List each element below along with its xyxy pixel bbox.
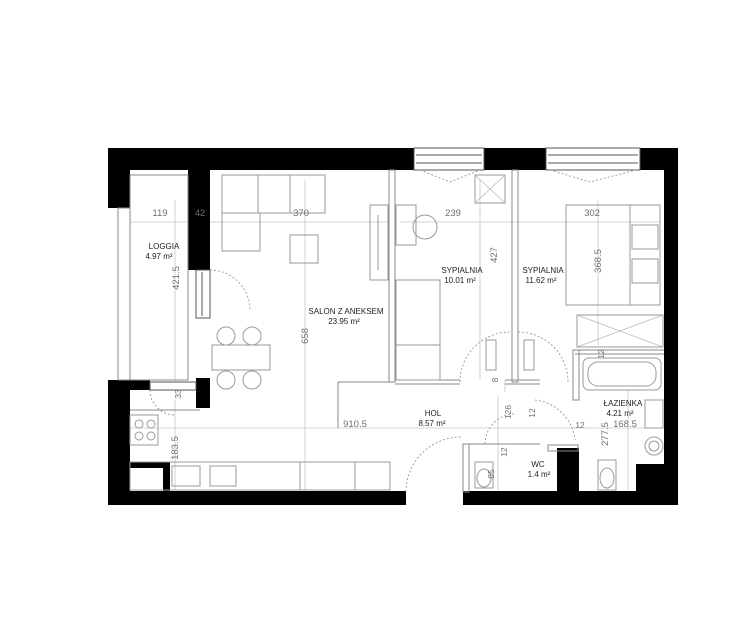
room-lazienka-area: 4.21 m² (606, 409, 633, 418)
dim-12-b: 12 (527, 408, 537, 418)
dim-33: 33 (173, 389, 183, 399)
dim-168-5: 168.5 (613, 419, 637, 430)
dim-658: 658 (300, 328, 311, 344)
room-wc-name: WC (531, 460, 545, 469)
room-lazienka-name: ŁAZIENKA (604, 399, 643, 408)
partitions (117, 169, 664, 493)
dim-277-5: 277.5 (600, 422, 611, 446)
dim-126: 126 (503, 405, 513, 419)
walls (108, 148, 678, 505)
room-sypialnia2-area: 11.62 m² (526, 276, 557, 285)
dim-119: 119 (152, 208, 167, 219)
room-sypialnia2-name: SYPIALNIA (522, 266, 564, 275)
dim-370: 370 (293, 208, 309, 219)
room-sypialnia1-name: SYPIALNIA (441, 266, 483, 275)
dimension-lines (130, 180, 660, 490)
room-loggia-name: LOGGIA (149, 242, 180, 251)
dim-183-5: 183.5 (170, 436, 181, 460)
dim-302: 302 (584, 208, 600, 219)
room-hol-area: 8.57 m² (418, 419, 445, 428)
furniture (129, 174, 664, 491)
room-hol-name: HOL (425, 409, 442, 418)
dim-12-c: 12 (596, 349, 606, 359)
doors (149, 269, 576, 493)
room-salon-area: 23.95 m² (328, 317, 360, 326)
dim-427: 427 (489, 247, 500, 263)
room-wc-area: 1.4 m² (528, 470, 551, 479)
dim-421-5: 421.5 (171, 266, 182, 290)
dim-239: 239 (445, 208, 461, 219)
dim-368-5: 368.5 (593, 249, 604, 273)
dim-8: 8 (490, 377, 500, 382)
dim-42: 42 (195, 208, 206, 219)
dim-910-5: 910.5 (343, 419, 367, 430)
room-sypialnia1-area: 10.01 m² (444, 276, 476, 285)
dim-85: 85 (486, 469, 496, 479)
room-loggia-area: 4.97 m² (145, 252, 172, 261)
windows (149, 147, 641, 391)
dimension-labels: 119 42 370 239 302 910.5 168.5 12 421.5 … (152, 208, 636, 479)
dim-12-d: 12 (499, 447, 509, 457)
room-salon-name: SALON Z ANEKSEM (308, 307, 383, 316)
room-labels: LOGGIA 4.97 m² SALON Z ANEKSEM 23.95 m² … (145, 242, 643, 479)
dim-12-a: 12 (575, 420, 585, 430)
